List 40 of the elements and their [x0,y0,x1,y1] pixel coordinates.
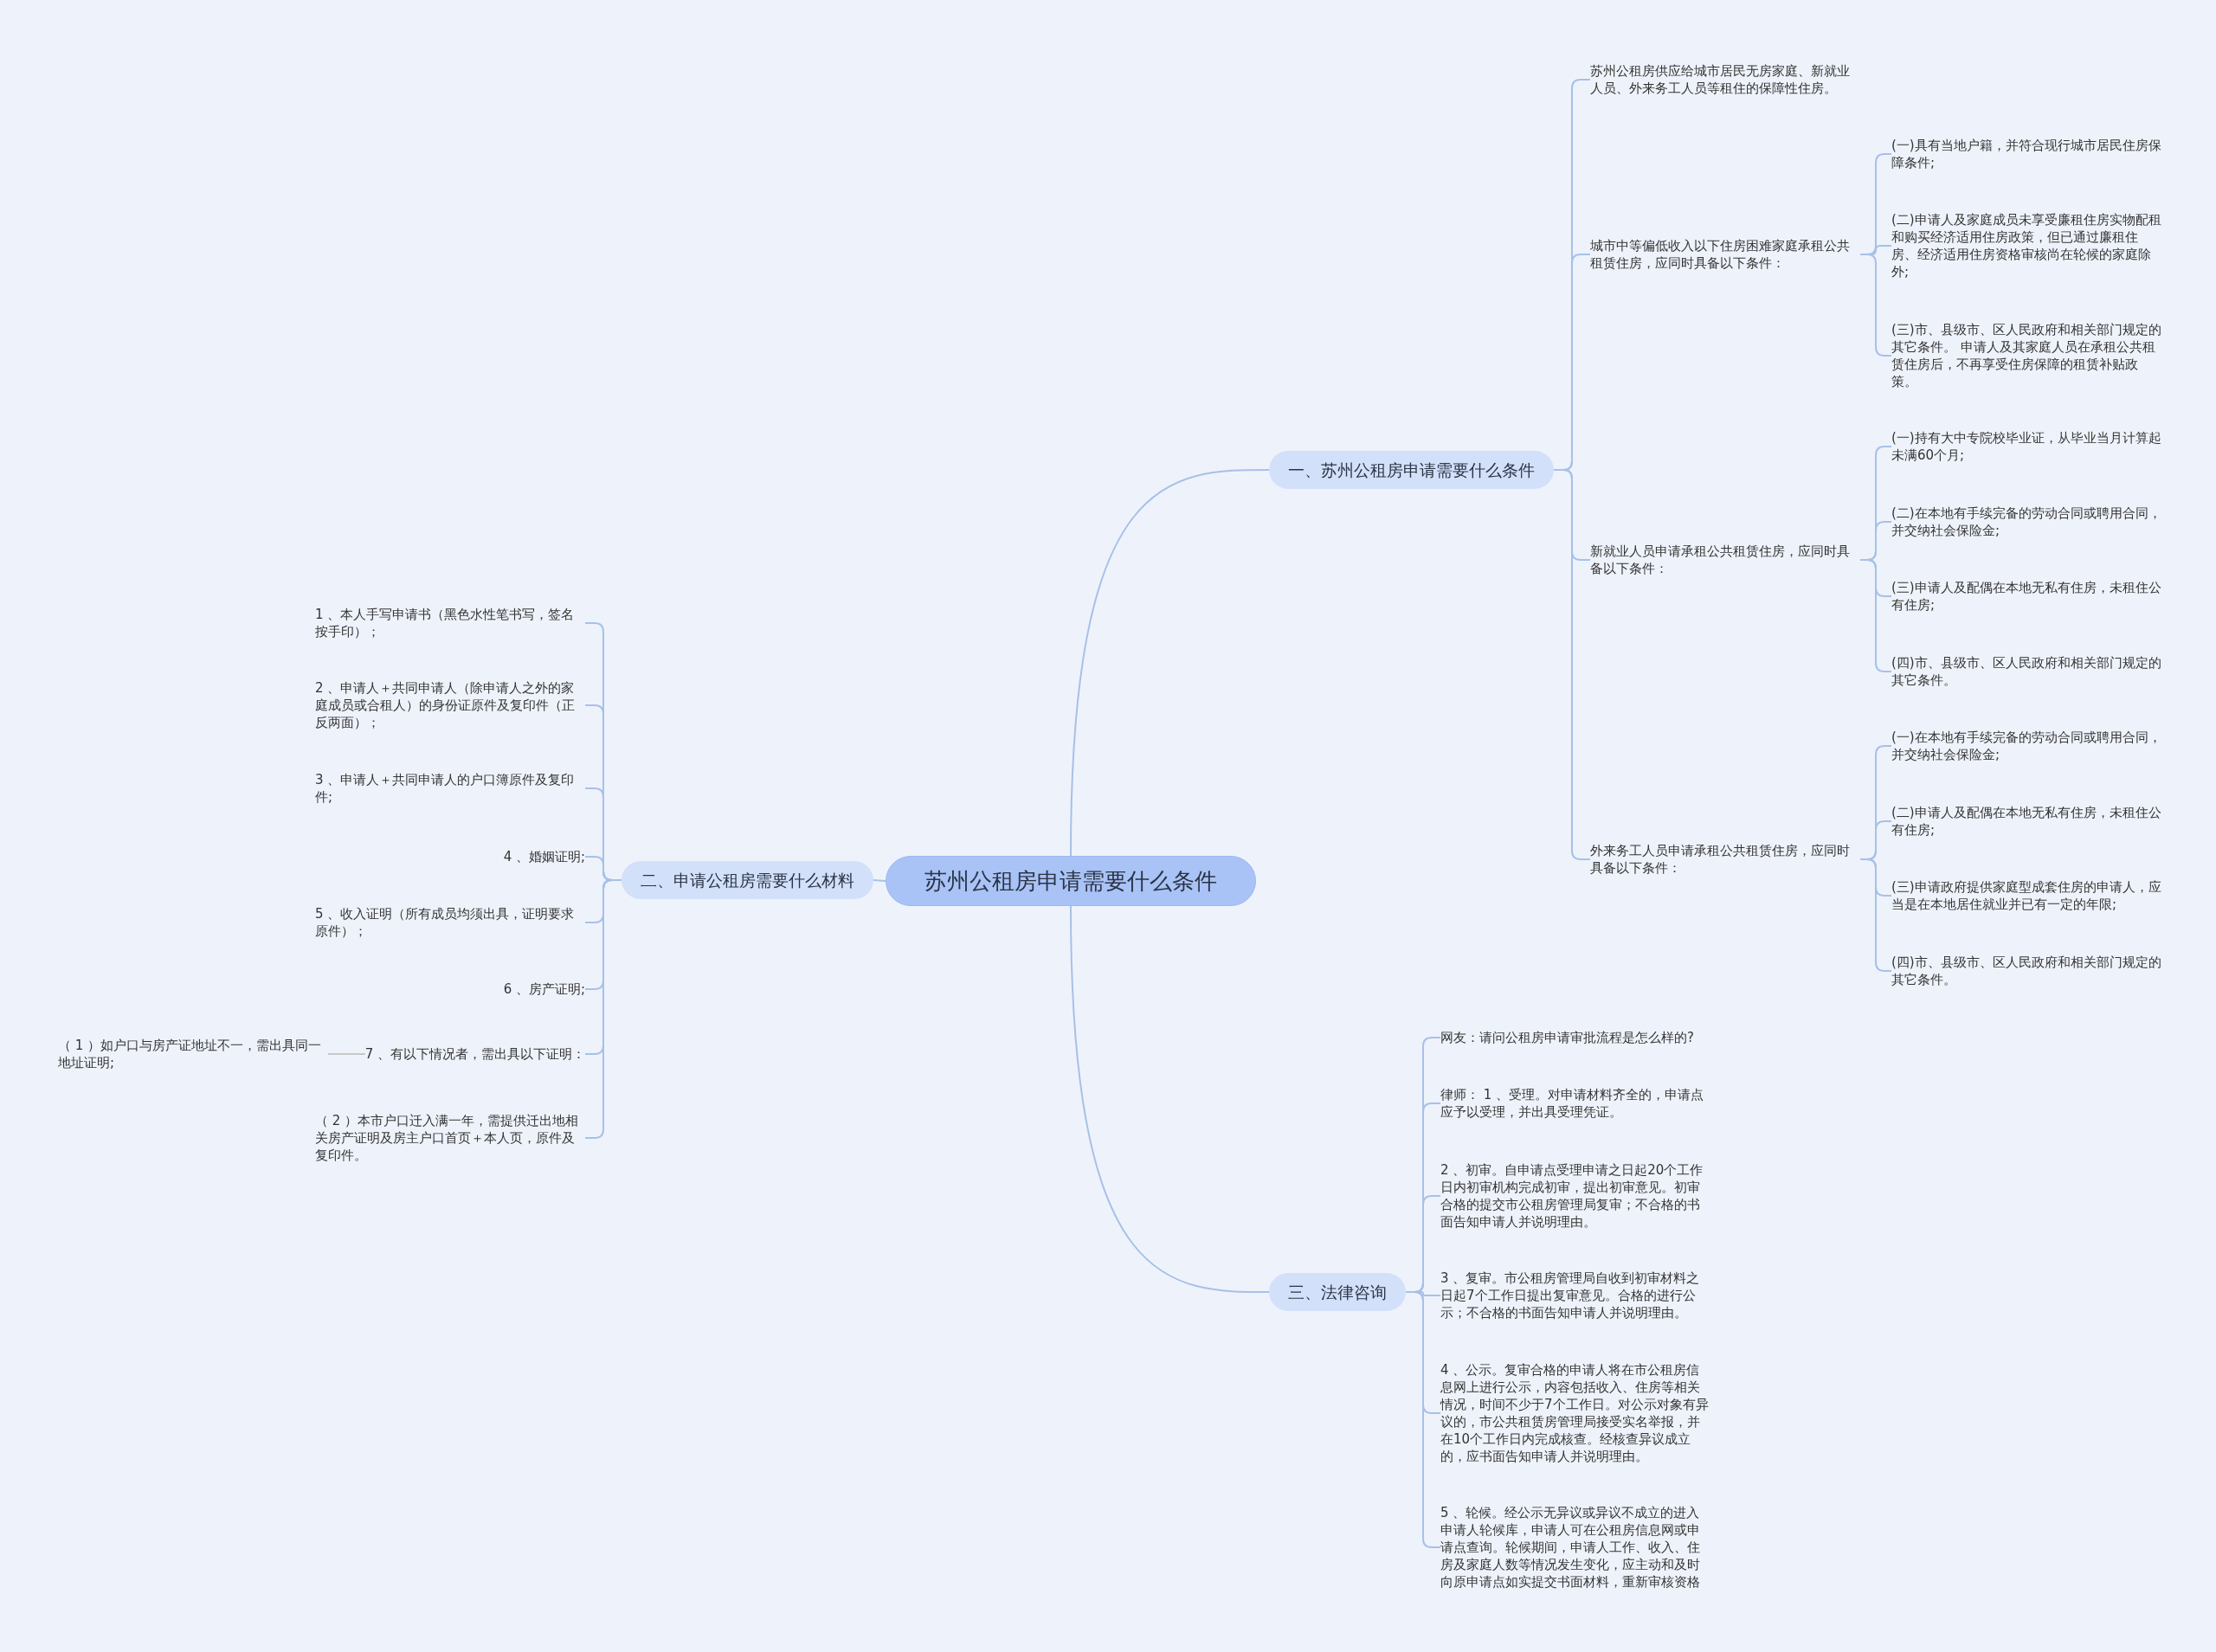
branch-text: （ 2 ）本市户口迁入满一年，需提供迁出地相关房产证明及房主户口首页＋本人页，原件及复印件。 [315,1112,585,1164]
branch-text: 4 、公示。复审合格的申请人将在市公租房信息网上进行公示，内容包括收入、住房等相关情况，时间不少于7个工作日。对公示对象有异议的，市公共租赁房管理局接受实名举报，并在10个工作日内完成核查。经核查异议成立的，应书面告知申请人并说明理由。 [1440,1361,1710,1465]
branch-text: (四)市、县级市、区人民政府和相关部门规定的其它条件。 [1891,654,2161,689]
branch-text: 2 、申请人＋共同申请人（除申请人之外的家庭成员或合租人）的身份证原件及复印件（正反两面）； [315,679,585,731]
branch-text: 外来务工人员申请承租公共租赁住房，应同时具备以下条件： [1590,842,1860,877]
connector-line [1070,905,1270,1293]
branch-text: 1 、本人手写申请书（黑色水性笔书写，签名按手印）； [315,606,585,640]
branch-text: 2 、初审。自申请点受理申请之日起20个工作日内初审机构完成初审，提出初审意见。初审合格的提交市公租房管理局复审；不合格的书面告知申请人并说明理由。 [1440,1161,1710,1231]
branch-text: (三)市、县级市、区人民政府和相关部门规定的其它条件。 申请人及其家庭人员在承租公共租赁住房后，不再享受住房保障的租赁补贴政策。 [1891,321,2161,390]
branch-text: 5 、轮候。经公示无异议或异议不成立的进入申请人轮候库，申请人可在公租房信息网或申请点查询。轮候期间，申请人工作、收入、住房及家庭人数等情况发生变化，应主动和及时向原申请点如实提交书面材料，重新审核资格 [1440,1504,1710,1591]
main-branch-topic: 三、法律咨询 [1269,1273,1406,1311]
connector-line [1070,469,1270,857]
connector-line [584,879,622,1139]
branch-text: 7 、有以下情况者，需出具以下证明： [364,1045,585,1063]
branch-text: 苏州公租房供应给城市居民无房家庭、新就业人员、外来务工人员等租住的保障性住房。 [1590,62,1860,97]
central-topic: 苏州公租房申请需要什么条件 [886,856,1256,906]
main-branch-topic: 一、苏州公租房申请需要什么条件 [1269,451,1554,489]
branch-text: 3 、申请人＋共同申请人的户口簿原件及复印件; [315,771,585,806]
branch-text: 律师： 1 、受理。对申请材料齐全的，申请点应予以受理，并出具受理凭证。 [1440,1086,1710,1121]
branch-text: 4 、婚姻证明; [503,848,585,865]
branch-text: (二)申请人及家庭成员未享受廉租住房实物配租和购买经济适用住房政策，但已通过廉租住房、经济适用住房资格审核尚在轮候的家庭除外; [1891,211,2161,280]
branch-text: (三)申请政府提供家庭型成套住房的申请人，应当是在本地居住就业并已有一定的年限; [1891,878,2161,913]
branch-text: （ 1 ）如户口与房产证地址不一，需出具同一地址证明; [58,1037,328,1071]
branch-text: (一)在本地有手续完备的劳动合同或聘用合同，并交纳社会保险金; [1891,729,2161,763]
branch-text: (三)申请人及配偶在本地无私有住房，未租住公有住房; [1891,579,2161,614]
branch-text: 网友：请问公租房申请审批流程是怎么样的? [1440,1029,1694,1046]
branch-text: 6 、房产证明; [503,980,585,998]
connector-line [1405,1291,1441,1548]
branch-text: 5 、收入证明（所有成员均须出具，证明要求原件）； [315,905,585,940]
branch-text: (二)申请人及配偶在本地无私有住房，未租住公有住房; [1891,804,2161,839]
connector-line [327,1053,366,1055]
connector-line [873,879,886,882]
branch-text: (四)市、县级市、区人民政府和相关部门规定的其它条件。 [1891,954,2161,988]
branch-text: 新就业人员申请承租公共租赁住房，应同时具备以下条件： [1590,543,1860,577]
branch-text: (二)在本地有手续完备的劳动合同或聘用合同，并交纳社会保险金; [1891,505,2161,539]
branch-text: 城市中等偏低收入以下住房困难家庭承租公共租赁住房，应同时具备以下条件： [1590,237,1860,272]
branch-text: (一)具有当地户籍，并符合现行城市居民住房保障条件; [1891,137,2161,171]
branch-text: 3 、复审。市公租房管理局自收到初审材料之日起7个工作日提出复审意见。合格的进行公示；不合格的书面告知申请人并说明理由。 [1440,1270,1710,1321]
main-branch-topic: 二、申请公租房需要什么材料 [622,861,873,899]
branch-text: (一)持有大中专院校毕业证，从毕业当月计算起未满60个月; [1891,429,2161,464]
